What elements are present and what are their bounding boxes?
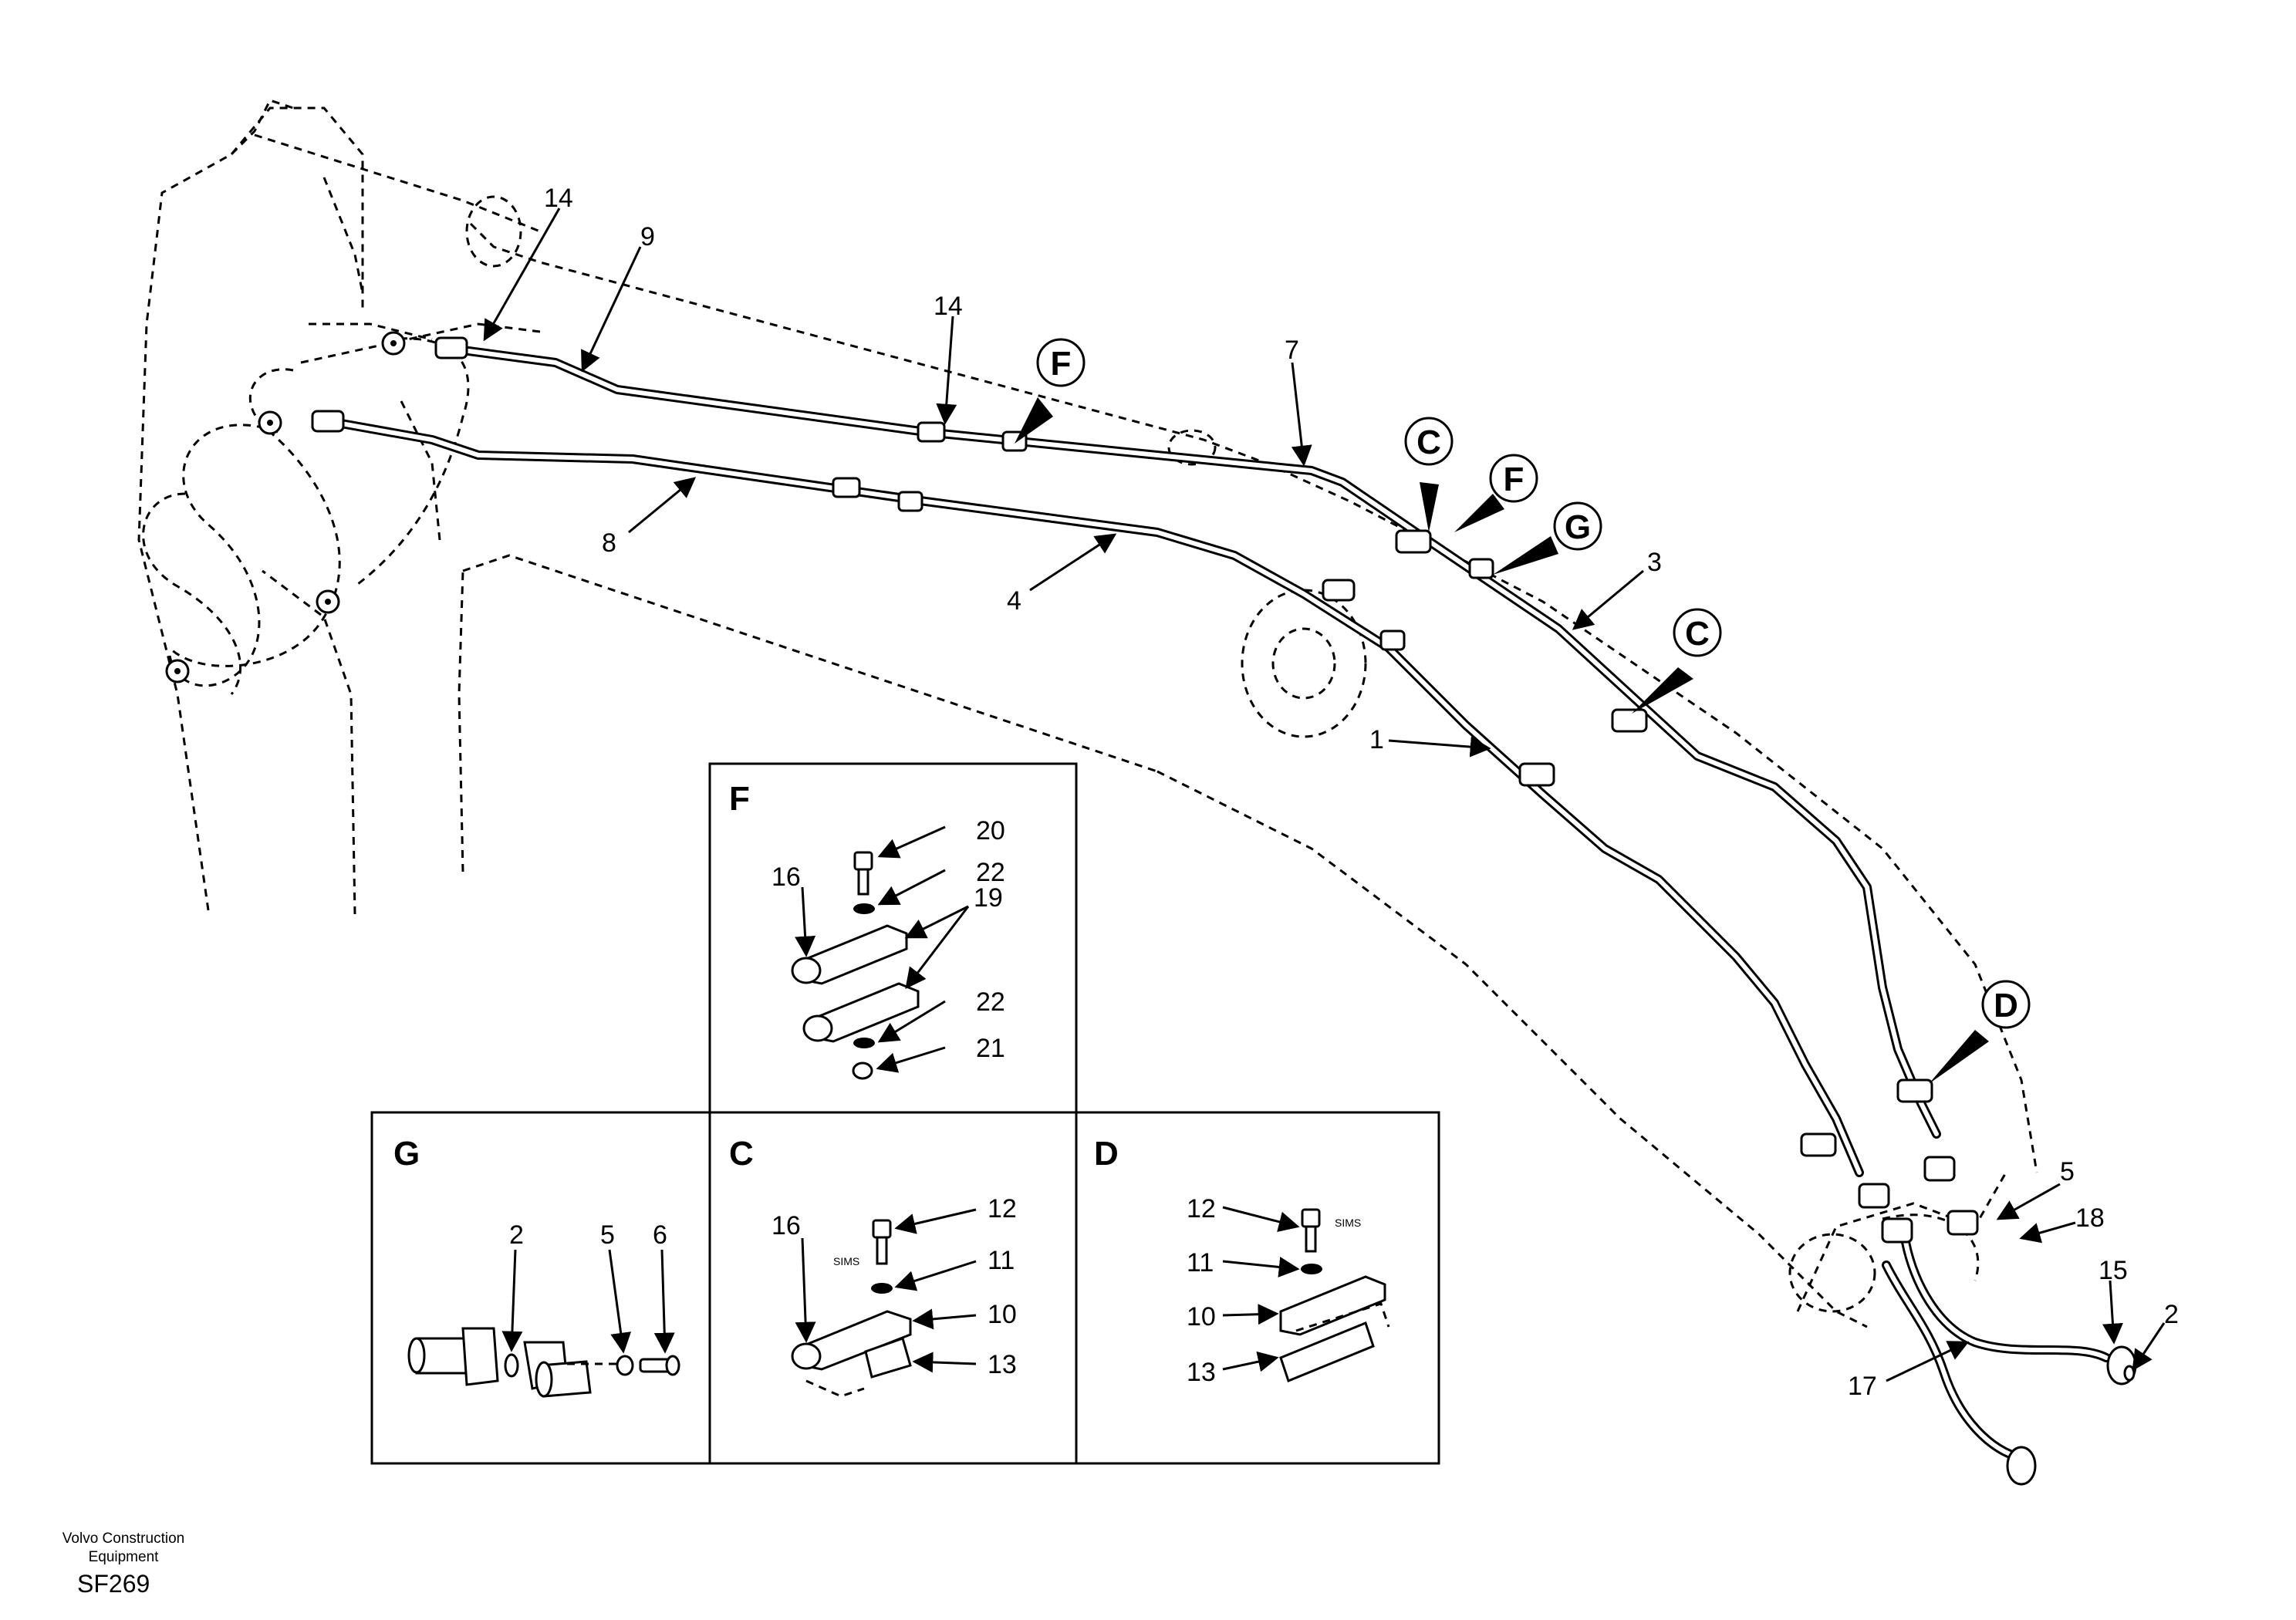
pipe-clamps — [311, 336, 2137, 1486]
panel-f-label-19: 19 — [974, 883, 1003, 913]
panel-d-label-12: 12 — [1187, 1194, 1216, 1223]
panel-f-label-20: 20 — [976, 816, 1005, 845]
panel-g-label-5: 5 — [600, 1220, 615, 1250]
panel-d-title: D — [1094, 1135, 1119, 1173]
footer-brand-line1: Volvo Construction — [62, 1531, 185, 1547]
footer-brand-line2: Equipment — [88, 1549, 159, 1565]
label-8: 8 — [602, 528, 616, 558]
label-7: 7 — [1285, 336, 1299, 365]
label-5: 5 — [2060, 1157, 2075, 1186]
panel-c-label-13: 13 — [988, 1350, 1017, 1379]
panel-d-label-13: 13 — [1187, 1358, 1216, 1387]
svg-text:C: C — [1685, 615, 1710, 653]
callout-f-1: F — [1015, 338, 1086, 444]
label-18: 18 — [2075, 1203, 2105, 1233]
svg-text:D: D — [1994, 987, 2018, 1024]
panel-g: G 2 5 6 — [370, 1111, 711, 1465]
label-14-b: 14 — [934, 292, 963, 321]
label-14-a: 14 — [544, 184, 573, 213]
panel-f: F 20 22 16 19 22 21 — [708, 762, 1078, 1114]
panel-c-label-11: 11 — [988, 1246, 1015, 1275]
panel-d: D SIMS 12 11 10 13 — [1075, 1111, 1440, 1465]
panel-f-label-21: 21 — [976, 1034, 1005, 1063]
panel-f-label-16: 16 — [772, 862, 801, 892]
svg-text:F: F — [1504, 461, 1524, 498]
label-15: 15 — [2098, 1256, 2128, 1285]
svg-text:F: F — [1051, 345, 1072, 383]
callout-d: D — [1929, 980, 2031, 1084]
panel-c-label-12: 12 — [988, 1194, 1017, 1223]
svg-text:G: G — [1565, 508, 1591, 546]
pipe-lines — [319, 343, 2111, 1463]
callout-c-2: C — [1632, 608, 1722, 714]
label-17: 17 — [1848, 1372, 1877, 1401]
panel-d-label-10: 10 — [1187, 1302, 1216, 1331]
callout-g: G — [1493, 501, 1602, 575]
label-3: 3 — [1647, 548, 1662, 577]
svg-text:SIMS: SIMS — [1335, 1217, 1361, 1229]
panel-c-title: C — [729, 1135, 754, 1173]
panel-f-label-22a: 22 — [976, 858, 1005, 887]
panel-f-label-22b: 22 — [976, 987, 1005, 1017]
footer-code: SF269 — [77, 1570, 150, 1598]
label-4: 4 — [1007, 586, 1021, 616]
panel-f-title: F — [729, 780, 750, 818]
panel-c: C SIMS 12 16 11 10 13 — [708, 1111, 1078, 1465]
panel-d-label-11: 11 — [1187, 1248, 1214, 1277]
svg-text:SIMS: SIMS — [833, 1255, 859, 1267]
leader-lines — [483, 208, 2166, 1382]
label-1: 1 — [1369, 725, 1384, 754]
main-labels: 14 9 14 7 8 4 3 1 5 18 15 2 17 — [544, 184, 2179, 1401]
footer-brand: Volvo Construction Equipment — [31, 1530, 216, 1567]
panel-g-label-2: 2 — [509, 1220, 524, 1250]
label-2: 2 — [2164, 1300, 2179, 1329]
callout-c-1: C — [1404, 417, 1454, 532]
fittings-left — [165, 331, 406, 683]
label-9: 9 — [640, 222, 655, 251]
panel-g-title: G — [393, 1135, 420, 1173]
callout-f-2: F — [1454, 454, 1538, 532]
callouts: F C F G C D — [1015, 338, 2031, 1084]
svg-text:C: C — [1416, 424, 1441, 461]
panel-g-label-6: 6 — [653, 1220, 667, 1250]
panel-c-label-16: 16 — [772, 1211, 801, 1240]
panel-c-label-10: 10 — [988, 1300, 1017, 1329]
